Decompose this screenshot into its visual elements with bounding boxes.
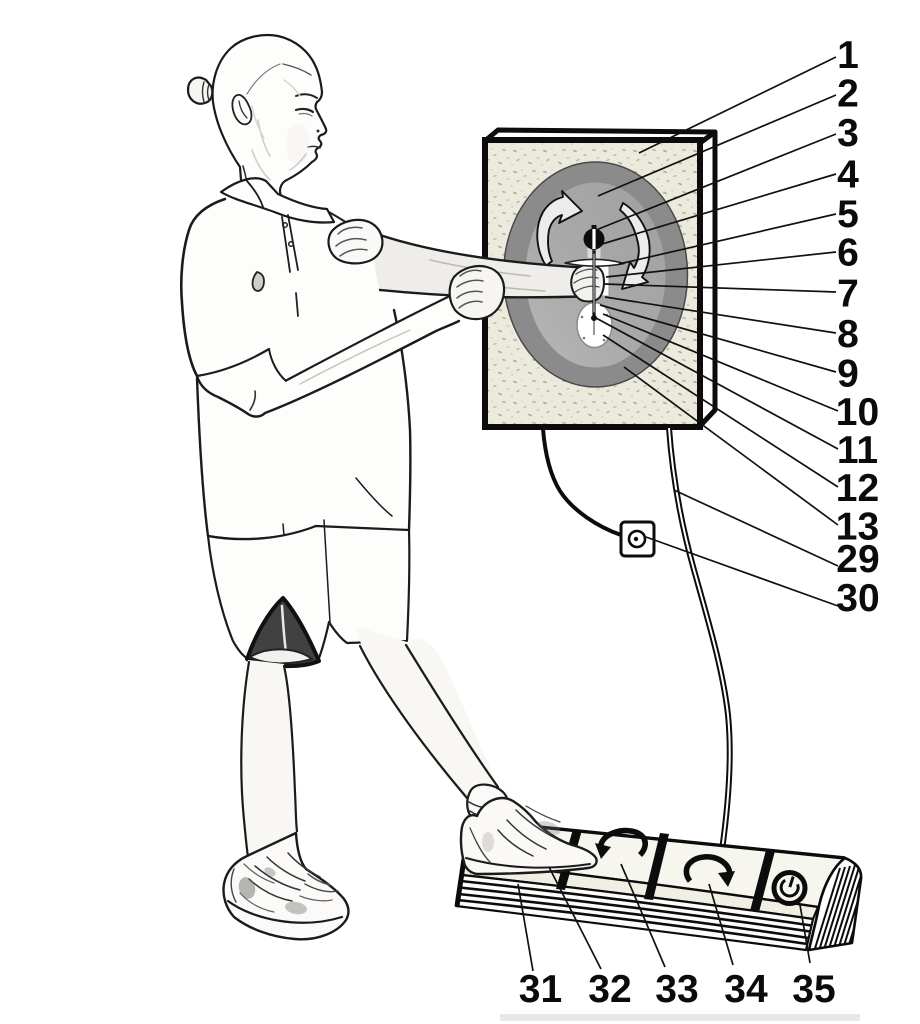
- svg-text:32: 32: [588, 968, 631, 1011]
- svg-text:33: 33: [655, 968, 698, 1011]
- svg-text:3: 3: [837, 112, 859, 155]
- svg-text:35: 35: [792, 968, 835, 1011]
- svg-text:11: 11: [837, 429, 878, 472]
- svg-text:13: 13: [836, 506, 879, 549]
- svg-text:2: 2: [837, 73, 859, 116]
- svg-text:6: 6: [837, 232, 859, 275]
- svg-text:9: 9: [837, 353, 859, 396]
- svg-text:10: 10: [836, 391, 879, 434]
- svg-text:12: 12: [836, 467, 879, 510]
- svg-text:1: 1: [837, 34, 859, 77]
- svg-text:5: 5: [837, 193, 859, 236]
- svg-text:29: 29: [836, 538, 879, 581]
- svg-text:34: 34: [724, 968, 768, 1011]
- svg-text:4: 4: [837, 154, 859, 197]
- svg-text:30: 30: [836, 577, 879, 620]
- svg-text:31: 31: [519, 968, 562, 1011]
- svg-text:7: 7: [837, 273, 859, 316]
- svg-text:8: 8: [837, 313, 859, 356]
